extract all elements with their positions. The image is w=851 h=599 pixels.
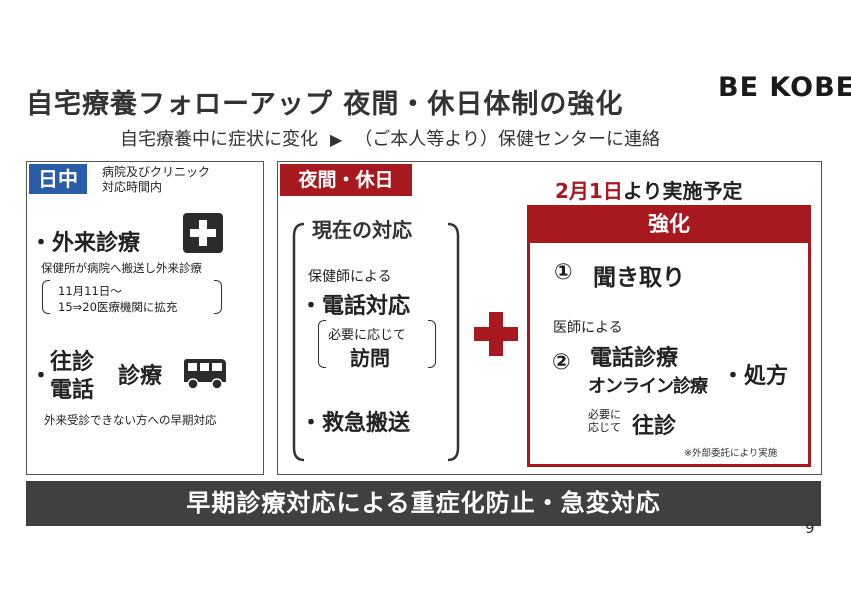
- schedule-suffix: より実施予定: [622, 179, 743, 203]
- expansion-desc: 15⇒20医療機関に拡充: [58, 300, 178, 314]
- bracket-left: [42, 280, 50, 314]
- van-icon: [184, 359, 226, 390]
- item2-number: ②: [552, 350, 571, 375]
- current-response-label: 現在の対応: [312, 218, 412, 242]
- doctor-label: 医師による: [553, 320, 623, 336]
- subtitle-left: 自宅療養中に症状に変化: [120, 129, 318, 150]
- subtitle-right: （ご本人等より）保健センターに連絡: [354, 129, 660, 150]
- outsourcing-note: ※外部委託により実施: [684, 448, 778, 459]
- medical-cross-icon: [183, 213, 223, 253]
- bracket-right: [428, 320, 436, 368]
- expansion-date: 11月11日～: [58, 284, 122, 298]
- daytime-panel: [26, 161, 264, 475]
- schedule-date: 2月1日: [555, 179, 623, 203]
- home-bullet: ・: [30, 364, 53, 389]
- if-needed-1: 必要に: [588, 408, 621, 421]
- daytime-hours: 病院及びクリニック 対応時間内: [102, 165, 211, 194]
- emergency-transport: ・救急搬送: [300, 411, 411, 436]
- night-holiday-panel: [277, 161, 822, 475]
- listening-label: 聞き取り: [593, 265, 685, 291]
- page-number: 9: [805, 519, 815, 537]
- daytime-tag: 日中: [29, 164, 87, 194]
- arrow-right-icon: ▶: [330, 130, 343, 149]
- phone-response: ・電話対応: [300, 294, 411, 319]
- prescription-label: ・処方: [722, 364, 789, 389]
- phone-consult-label: 電話診療: [590, 346, 679, 371]
- be-kobe-logo: BE KOBE: [718, 72, 851, 103]
- home-desc: 外来受診できない方への早期対応: [44, 413, 217, 427]
- curly-brace-right: [447, 222, 460, 462]
- phone-label: 電話: [50, 378, 95, 403]
- curly-brace-left: [292, 222, 305, 462]
- summary-banner: 早期診療対応による重症化防止・急変対応: [26, 481, 821, 526]
- schedule-text: 2月1日より実施予定: [555, 175, 742, 204]
- night-holiday-tag: 夜間・休日: [280, 164, 412, 196]
- home-visit-label: 往診: [50, 350, 95, 375]
- outpatient-desc: 保健所が病院へ搬送し外来診療: [41, 261, 202, 275]
- if-needed-2: 応じて: [588, 421, 621, 434]
- bracket-right: [214, 280, 222, 314]
- visit-label: 訪問: [350, 346, 390, 370]
- if-needed-label: 必要に応じて: [328, 328, 407, 343]
- plus-icon: [474, 312, 518, 356]
- online-consult-label: オンライン診療: [588, 376, 708, 397]
- bracket-left: [318, 320, 326, 368]
- enhancement-head: 強化: [527, 205, 811, 243]
- nurse-label: 保健師による: [308, 269, 392, 285]
- home-visit-label: 往診: [632, 414, 677, 439]
- page-title: 自宅療養フォローアップ 夜間・休日体制の強化: [26, 89, 624, 120]
- subtitle: 自宅療養中に症状に変化 ▶ （ご本人等より）保健センターに連絡: [120, 125, 660, 151]
- consult-label: 診療: [118, 364, 163, 389]
- outpatient-title: ・外来診療: [30, 231, 141, 256]
- item1-number: ①: [554, 260, 573, 285]
